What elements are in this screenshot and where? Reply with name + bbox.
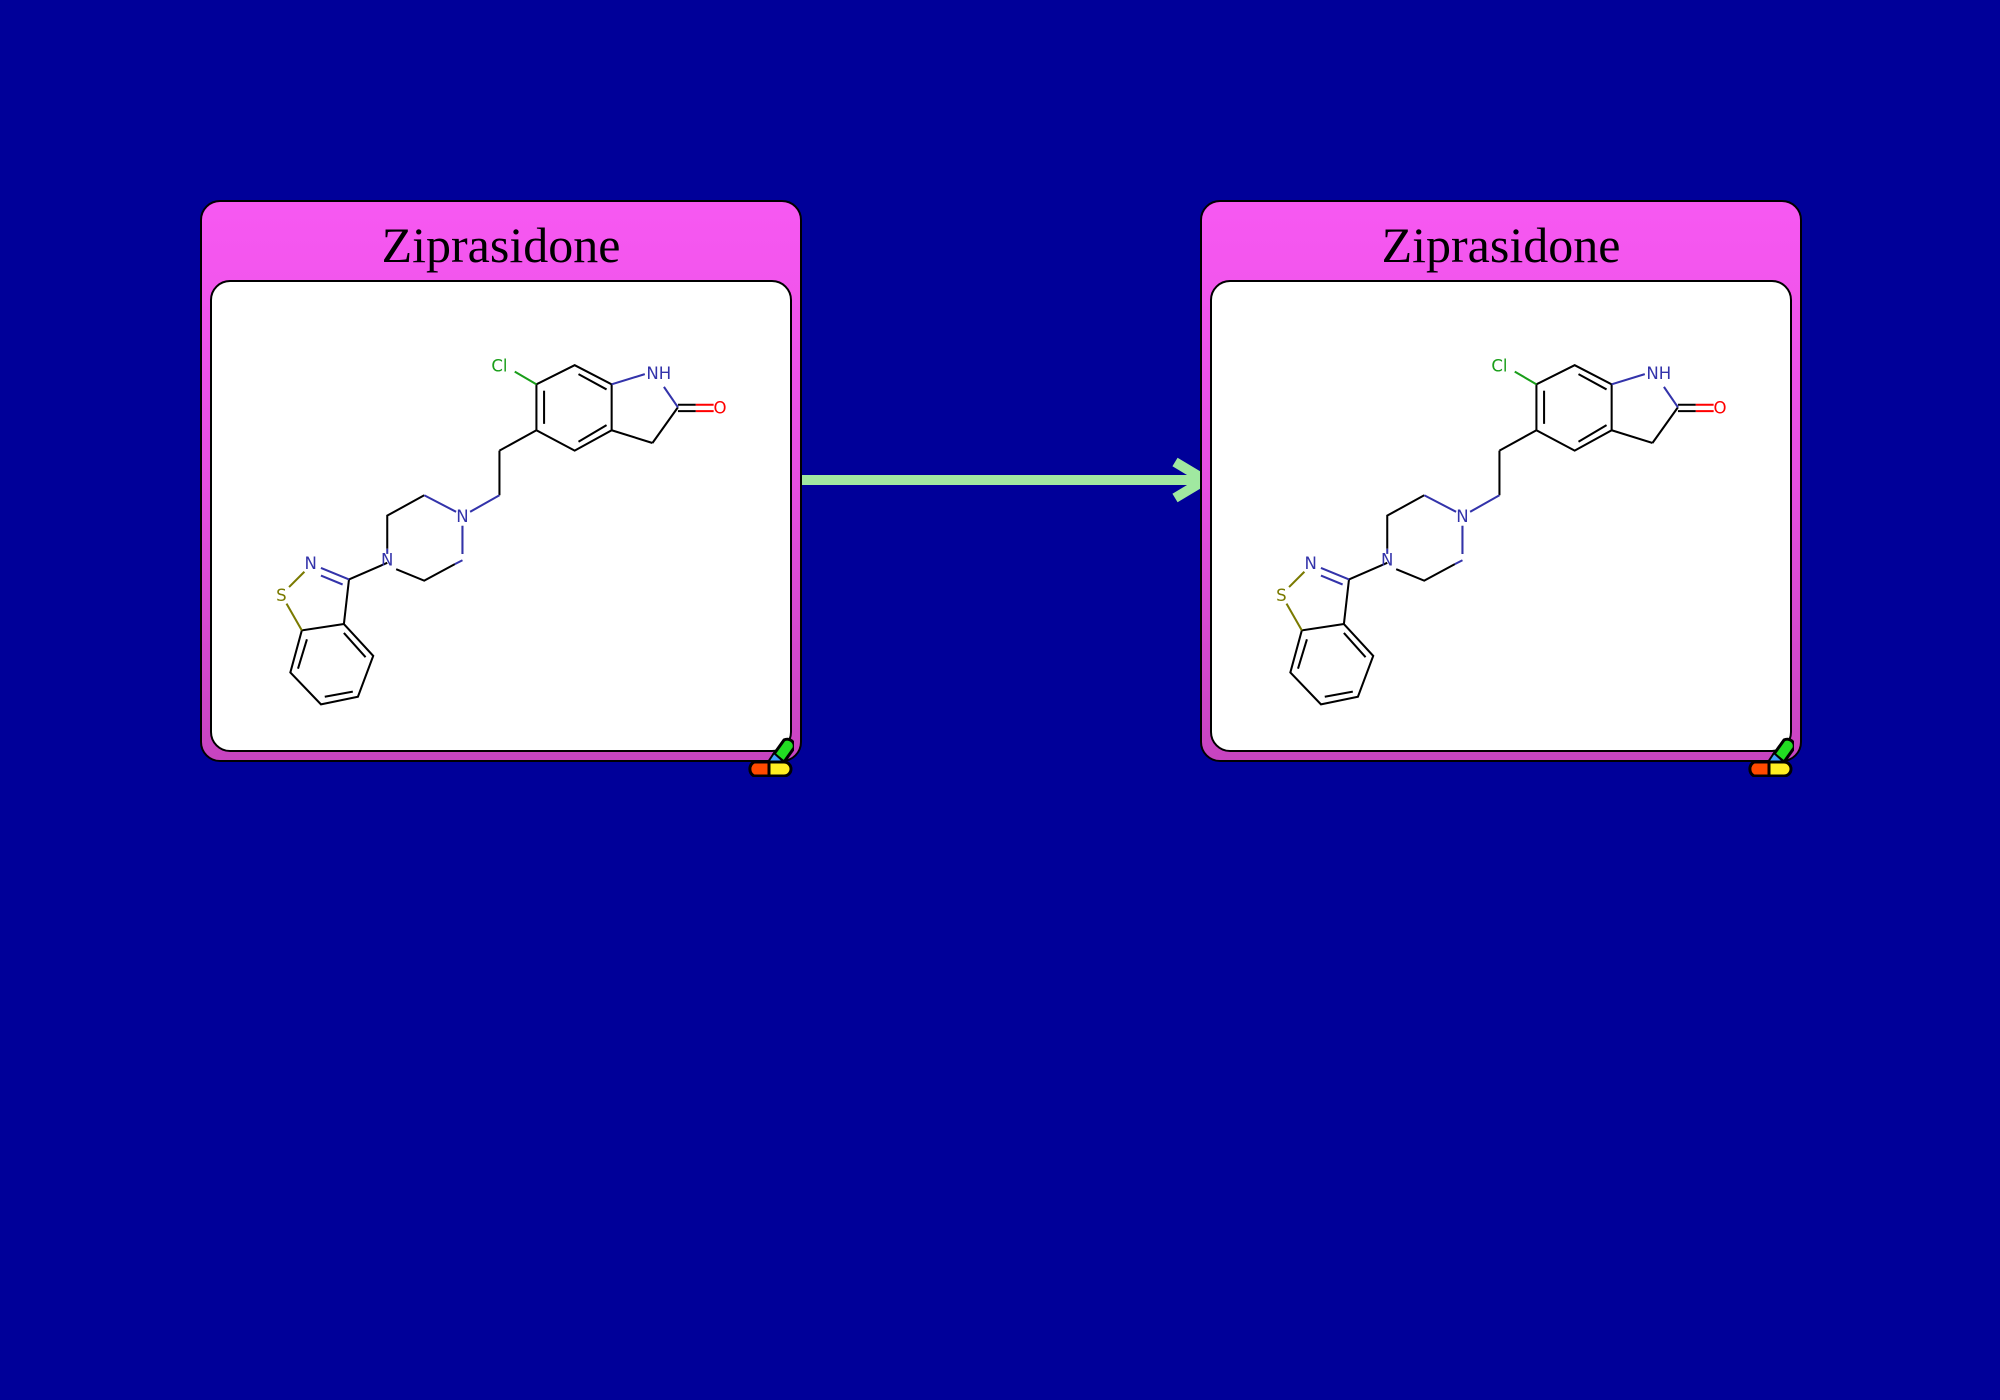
atom-label: NH	[646, 364, 671, 383]
atom-label: N	[381, 550, 393, 569]
atom-label: N	[1305, 554, 1317, 573]
pill-icon	[1748, 737, 1794, 777]
atom-label: NH	[1646, 364, 1671, 383]
atom-label: O	[714, 399, 727, 418]
node-title: Ziprasidone	[381, 217, 621, 273]
atom-label: N	[1381, 550, 1393, 569]
molecule-structure: Cl NH O N N N S	[1276, 357, 1727, 706]
drug-node-ziprasidone[interactable]: Ziprasidone	[200, 200, 802, 777]
node-title: Ziprasidone	[1381, 217, 1621, 273]
atom-label: N	[1456, 507, 1468, 526]
arrow-right-icon	[800, 457, 1215, 503]
drug-node-ziprasidone[interactable]: Ziprasidone	[1200, 200, 1802, 777]
pill-icon	[748, 737, 794, 777]
structure-panel: Cl NH O N N N S	[210, 280, 792, 752]
atom-label: S	[1276, 586, 1287, 605]
structure-panel: Cl NH O N N N S	[1210, 280, 1792, 752]
atom-label: O	[1714, 399, 1727, 418]
atom-label: N	[456, 507, 468, 526]
atom-label: S	[276, 586, 287, 605]
atom-label: N	[305, 554, 317, 573]
molecule-structure: Cl NH O N N N S	[276, 357, 727, 706]
atom-label: Cl	[491, 357, 507, 376]
atom-label: Cl	[1491, 357, 1507, 376]
